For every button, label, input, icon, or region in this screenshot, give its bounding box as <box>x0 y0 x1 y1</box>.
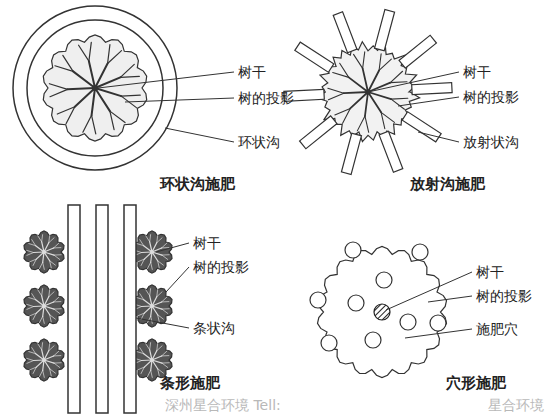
part-label: 放射状沟 <box>463 133 519 151</box>
fertilizer-hole <box>365 332 381 348</box>
radial-trench <box>375 10 395 51</box>
radial-trench <box>399 35 436 68</box>
part-label: 树的投影 <box>193 258 249 276</box>
branches <box>27 289 62 324</box>
fertilizer-hole <box>412 244 428 260</box>
fertilizer-hole <box>321 335 337 351</box>
part-label: 树干 <box>193 234 221 252</box>
fertilizer-hole <box>348 295 364 311</box>
tree-canopy <box>24 339 64 381</box>
part-label: 施肥穴 <box>476 320 518 338</box>
part-label: 树的投影 <box>476 287 532 305</box>
panel-caption: 放射沟施肥 <box>410 175 485 193</box>
branches <box>328 52 408 132</box>
tree-canopy <box>318 247 447 378</box>
fertilizer-hole <box>430 315 446 331</box>
fertilizer-hole <box>310 292 326 308</box>
fertilizer-hole <box>376 272 392 288</box>
tree-canopy <box>43 35 146 141</box>
part-label: 环状沟 <box>238 133 280 151</box>
strip-trench <box>124 205 136 413</box>
part-label: 树干 <box>463 63 491 81</box>
watermark: 星合环境 <box>488 396 544 414</box>
fertilizer-hole <box>345 242 361 258</box>
panel-caption: 穴形施肥 <box>446 374 506 392</box>
panel-caption: 环状沟施肥 <box>160 175 235 193</box>
leader-lines <box>98 72 472 338</box>
radial-trench <box>300 116 337 149</box>
radial-trench <box>333 12 357 53</box>
part-label: 树干 <box>476 263 504 281</box>
part-label: 树的投影 <box>463 88 519 106</box>
radial-trench <box>402 112 441 142</box>
radial-trench <box>379 131 403 172</box>
strip-trench <box>68 205 80 413</box>
branches <box>27 235 62 270</box>
tree-canopy <box>24 285 64 327</box>
trunk <box>92 85 98 91</box>
branches <box>135 235 170 270</box>
trunk <box>150 250 154 254</box>
ring-trench-outer <box>13 6 177 170</box>
tree-canopy <box>132 231 172 273</box>
branches <box>49 42 140 133</box>
part-label: 树的投影 <box>238 89 294 107</box>
branches <box>27 343 62 378</box>
part-label: 条状沟 <box>193 319 235 337</box>
panel-caption: 条形施肥 <box>160 374 220 392</box>
trunk <box>42 250 46 254</box>
trunk <box>150 304 154 308</box>
branches <box>135 289 170 324</box>
strip-trench <box>96 205 108 413</box>
radial-trench <box>341 133 361 174</box>
fertilizer-hole <box>400 314 416 330</box>
trunk <box>374 304 390 320</box>
radial-trench <box>295 42 334 72</box>
radial-trench <box>412 83 452 95</box>
trunk <box>42 358 46 362</box>
branches <box>135 343 170 378</box>
part-label: 树干 <box>238 63 266 81</box>
trunk <box>150 358 154 362</box>
trunk <box>42 304 46 308</box>
ring-trench-inner <box>27 20 163 156</box>
tree-canopy <box>24 231 64 273</box>
watermark: 深州星合环境 Tell: <box>165 396 281 414</box>
